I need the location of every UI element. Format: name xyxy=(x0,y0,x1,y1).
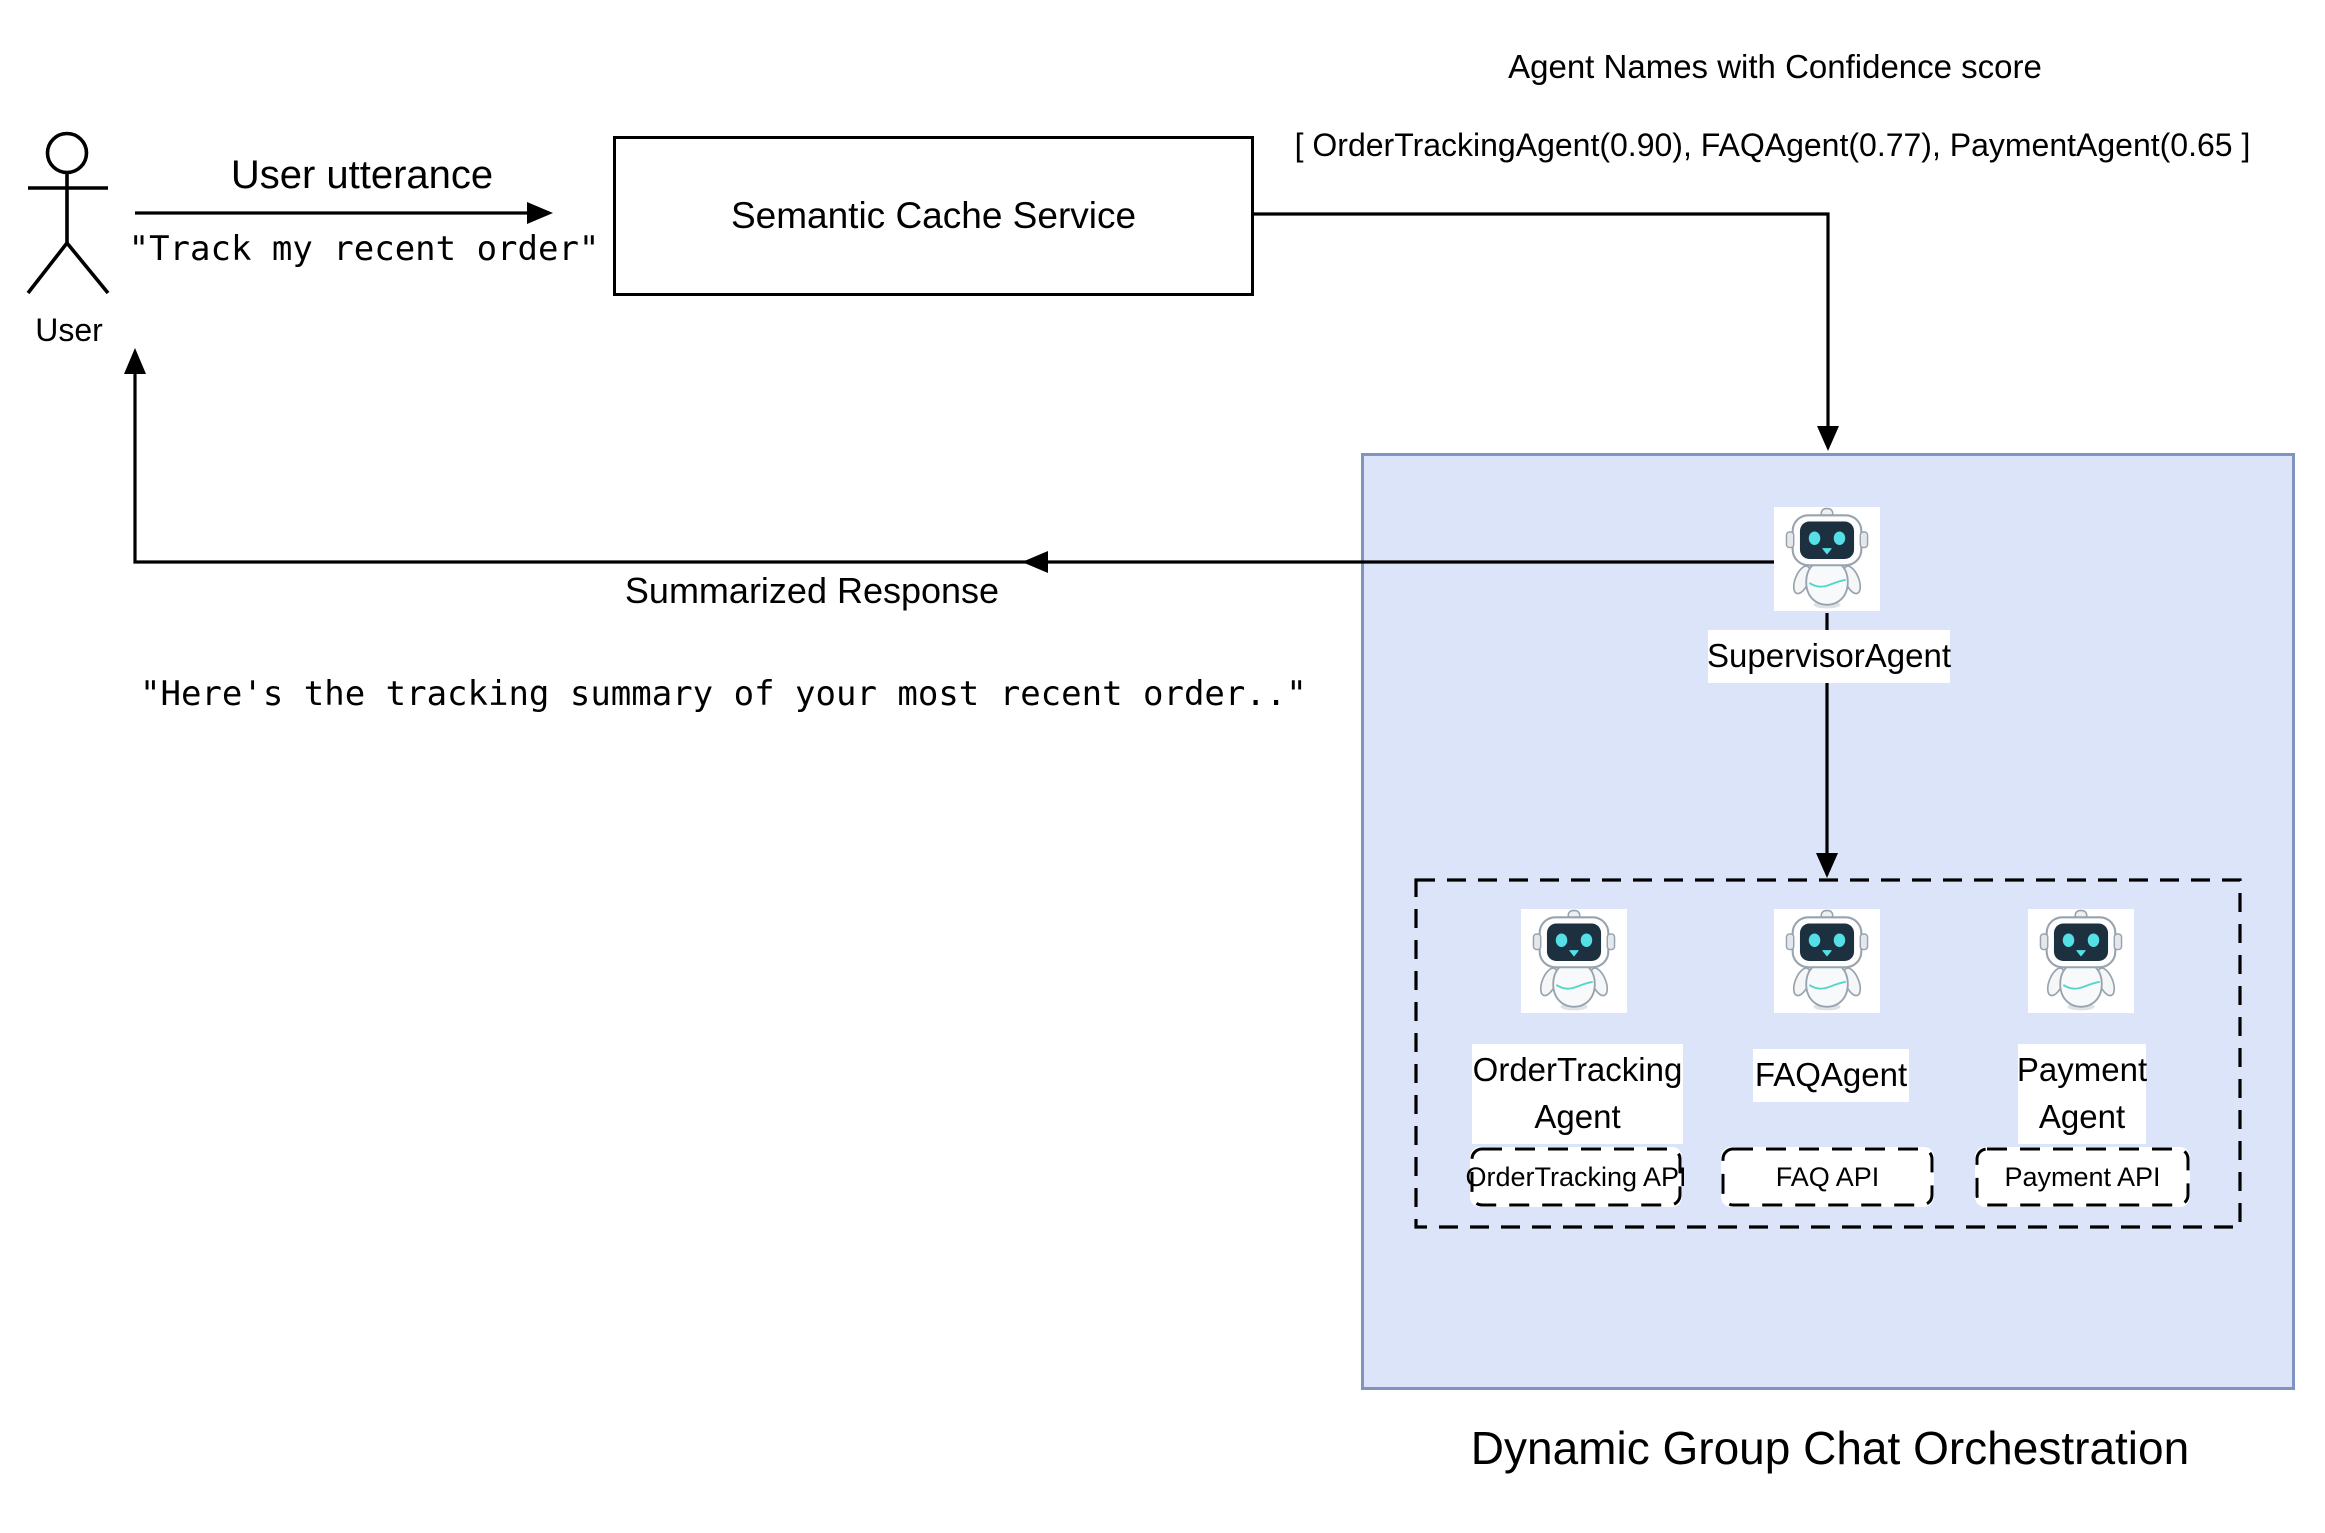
faq-api-box: FAQ API xyxy=(1721,1147,1934,1207)
api-label: OrderTracking API xyxy=(1465,1161,1687,1192)
faq-agent-label: FAQAgent xyxy=(1753,1049,1909,1102)
api-label: FAQ API xyxy=(1775,1161,1880,1192)
confidence-heading: Agent Names with Confidence score xyxy=(1508,48,2042,85)
agent-label-line: OrderTracking xyxy=(1472,1051,1683,1088)
api-label: Payment API xyxy=(2004,1161,2161,1192)
agent-label-line: FAQAgent xyxy=(1754,1056,1908,1093)
agent-label-line: Agent xyxy=(1534,1097,1621,1135)
agent-confidence-list: [ OrderTrackingAgent(0.90), FAQAgent(0.7… xyxy=(1294,127,2251,163)
supervisor-robot-icon xyxy=(1774,507,1880,611)
faq-robot-icon xyxy=(1774,909,1880,1013)
payment-robot-icon xyxy=(2028,909,2134,1013)
user-utterance-quote: "Track my recent order" xyxy=(128,229,600,269)
arrow-cache-to-supervisor xyxy=(1253,212,1839,451)
ordertracking-agent-label: OrderTracking Agent xyxy=(1472,1044,1683,1144)
agent-label-line: Payment xyxy=(2016,1051,2148,1088)
semantic-cache-service-box: Semantic Cache Service xyxy=(613,136,1254,296)
user-utterance-label: User utterance xyxy=(230,153,494,197)
ordertracking-api-box: OrderTracking API xyxy=(1465,1147,1687,1207)
ordertracking-robot-icon xyxy=(1521,909,1627,1013)
user-actor-icon xyxy=(26,131,110,295)
arrow-user-to-cache xyxy=(135,202,553,224)
payment-agent-label: Payment Agent xyxy=(2016,1044,2148,1144)
user-label: User xyxy=(35,312,103,348)
payment-api-box: Payment API xyxy=(1975,1147,2190,1207)
orchestration-title: Dynamic Group Chat Orchestration xyxy=(1470,1422,2190,1474)
supervisor-agent-label: SupervisorAgent xyxy=(1707,630,1951,683)
agent-label-line: Agent xyxy=(2038,1097,2126,1135)
summarized-response-quote: "Here's the tracking summary of your mos… xyxy=(140,674,1307,714)
summarized-response-label: Summarized Response xyxy=(624,570,1000,611)
